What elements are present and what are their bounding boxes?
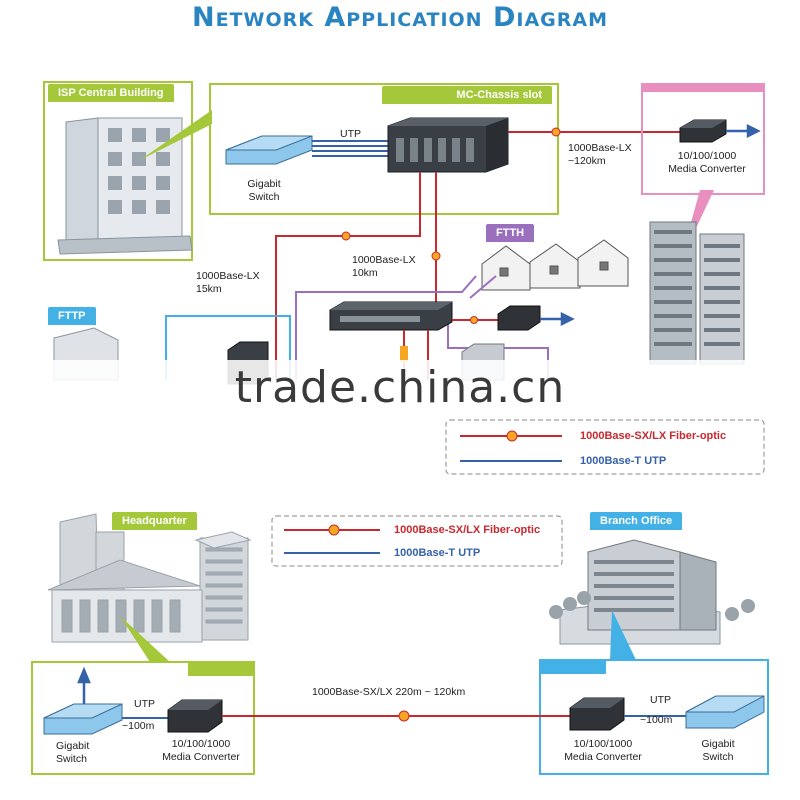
gigabit-switch-icon — [225, 135, 313, 165]
ftth-houses-icon — [481, 239, 629, 291]
gigabit-switch-label: Gigabit Switch — [247, 178, 281, 203]
headquarter-buildings-icon — [47, 513, 252, 643]
headquarter-tab: Headquarter — [112, 512, 197, 530]
branch-callout — [610, 610, 636, 660]
branch-distance-label: ~100m — [640, 714, 673, 726]
remote-tab-bar — [642, 84, 764, 92]
page-title: Network Application Diagram — [191, 2, 608, 33]
watermark: trade.china.cn — [234, 362, 566, 413]
legend-bottom-utp: 1000Base-T UTP — [394, 547, 481, 559]
ftth-tab: FTTH — [486, 224, 535, 242]
legend-box-top — [445, 419, 765, 475]
hq-gigabit-switch-icon — [43, 703, 123, 735]
link-15km-label: 1000Base-LX 15km — [196, 270, 260, 295]
hq-callout — [120, 616, 170, 662]
chassis-tab: MC-Chassis slot — [382, 86, 552, 104]
ftth-media-converter-icon — [497, 305, 541, 331]
branch-office-tab: Branch Office — [590, 512, 683, 530]
media-converter-icon — [679, 119, 727, 143]
chassis-frame — [209, 83, 559, 215]
legend-bottom-fiber: 1000Base-SX/LX Fiber-optic — [394, 524, 541, 536]
media-converter-label: 10/100/1000 Media Converter — [668, 150, 746, 175]
isp-frame — [43, 81, 193, 261]
watermark-band — [0, 360, 800, 412]
legend-box-bottom — [271, 515, 563, 567]
hq-media-converter-icon — [167, 699, 223, 733]
link-10km-label: 1000Base-LX 10km — [352, 254, 416, 279]
branch-media-converter-label: 10/100/1000 Media Converter — [564, 738, 642, 763]
fttp-frame — [165, 315, 291, 380]
isp-tab: ISP Central Building — [48, 84, 174, 102]
hq-distance-label: ~100m — [122, 720, 155, 732]
hq-uplink-arrow — [77, 666, 91, 704]
hq-media-converter-label: 10/100/1000 Media Converter — [162, 738, 240, 763]
main-link-label: 1000Base-SX/LX 220m ~ 120km — [312, 686, 466, 698]
branch-utp-label: UTP — [650, 694, 671, 706]
legend-top-utp: 1000Base-T UTP — [580, 455, 667, 467]
isp-callout — [140, 110, 212, 160]
hq-switch-label: Gigabit Switch — [56, 740, 90, 765]
branch-gigabit-switch-icon — [685, 695, 765, 729]
link-120km-label: 1000Base-LX ~120km — [568, 142, 632, 167]
branch-switch-label: Gigabit Switch — [701, 738, 735, 763]
hq-frame — [31, 661, 255, 775]
fttp-tab: FTTP — [48, 307, 96, 325]
branch-office-building-icon — [549, 539, 755, 645]
utp-label: UTP — [340, 128, 361, 140]
mc-chassis-icon — [387, 117, 509, 173]
ftth-switch-icon — [329, 301, 453, 331]
branch-media-converter-icon — [569, 697, 625, 731]
isp-building-icon — [57, 117, 193, 255]
legend-top-fiber: 1000Base-SX/LX Fiber-optic — [580, 430, 727, 442]
hq-utp-label: UTP — [134, 698, 155, 710]
office-towers-icon — [649, 221, 745, 365]
